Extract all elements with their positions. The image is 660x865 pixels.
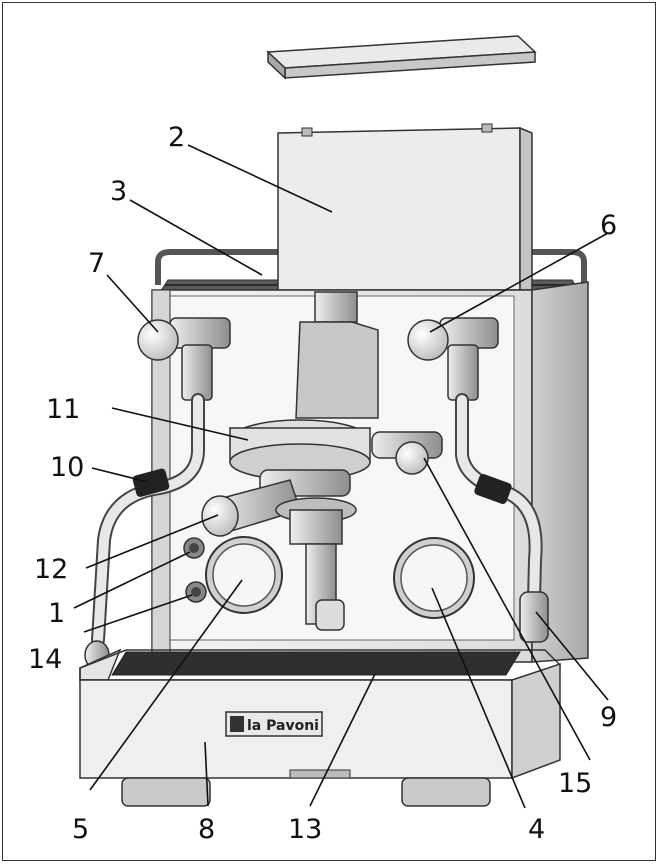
callout-9: 9 bbox=[600, 702, 617, 733]
steam-valve-left bbox=[137, 317, 231, 401]
callout-leader-lines bbox=[73, 144, 609, 809]
callout-2: 2 bbox=[168, 122, 185, 153]
steam-wand-right bbox=[455, 393, 549, 643]
pressure-gauge-left bbox=[205, 536, 283, 614]
pressure-gauge-right bbox=[393, 537, 475, 619]
callout-7: 7 bbox=[88, 248, 105, 279]
steam-valve-right bbox=[407, 317, 499, 401]
pump-switch bbox=[185, 581, 207, 603]
group-head bbox=[229, 291, 379, 497]
power-switch bbox=[183, 537, 205, 559]
callout-14: 14 bbox=[28, 644, 62, 675]
group-lever bbox=[371, 431, 443, 475]
brand-logo: la Pavoni bbox=[247, 718, 319, 734]
callout-labels: 2 3 7 6 11 10 12 1 14 5 8 13 4 15 9 bbox=[28, 122, 617, 845]
portafilter bbox=[275, 497, 357, 631]
water-tank bbox=[277, 123, 533, 291]
callout-10: 10 bbox=[50, 452, 84, 483]
callout-3: 3 bbox=[110, 176, 127, 207]
callout-6: 6 bbox=[600, 210, 617, 241]
callout-12: 12 bbox=[34, 554, 68, 585]
callout-11: 11 bbox=[46, 394, 80, 425]
cup-rail bbox=[266, 35, 537, 80]
drip-tray bbox=[79, 648, 562, 681]
callout-15: 15 bbox=[558, 768, 592, 799]
callout-1: 1 bbox=[48, 598, 65, 629]
callout-13: 13 bbox=[288, 814, 322, 845]
callout-4: 4 bbox=[528, 814, 545, 845]
portafilter-handle bbox=[201, 479, 301, 537]
callout-8: 8 bbox=[198, 814, 215, 845]
feet bbox=[121, 769, 491, 807]
callout-5: 5 bbox=[72, 814, 89, 845]
